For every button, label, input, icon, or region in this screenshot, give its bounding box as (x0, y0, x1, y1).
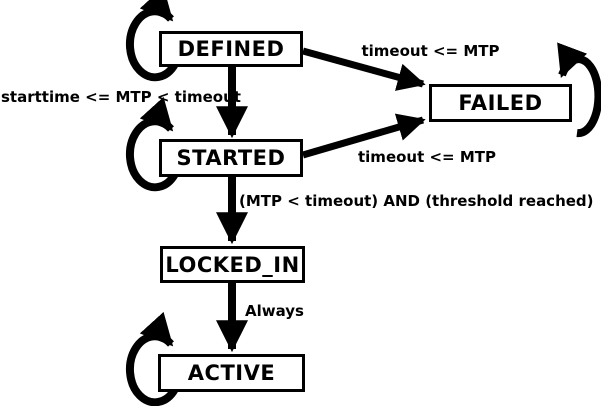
self-loop-active-arrow (125, 311, 179, 406)
state-label-defined: DEFINED (177, 37, 285, 61)
state-label-started: STARTED (176, 146, 286, 170)
state-node-failed: FAILED (429, 84, 572, 122)
edge-label-locked-in-to-active: Always (245, 302, 304, 320)
self-loop-failed-arrow (557, 42, 601, 138)
state-label-failed: FAILED (458, 91, 543, 115)
state-node-active: ACTIVE (158, 354, 305, 392)
edge-defined-to-failed-arrow (302, 47, 426, 91)
self-loop-defined-arrow (125, 0, 179, 82)
state-node-locked-in: LOCKED_IN (160, 246, 305, 283)
edge-label-started-to-locked-in: (MTP < timeout) AND (threshold reached) (239, 192, 594, 210)
edge-label-defined-to-started: starttime <= MTP < timeout (1, 88, 241, 106)
state-label-active: ACTIVE (187, 361, 276, 385)
edge-label-defined-to-failed: timeout <= MTP (361, 42, 500, 60)
edge-started-to-failed-arrow (302, 113, 426, 159)
self-loop-started-arrow (125, 96, 179, 192)
state-label-locked-in: LOCKED_IN (165, 252, 300, 277)
edge-label-started-to-failed: timeout <= MTP (358, 148, 497, 166)
state-node-defined: DEFINED (159, 31, 303, 67)
state-node-started: STARTED (159, 139, 303, 177)
